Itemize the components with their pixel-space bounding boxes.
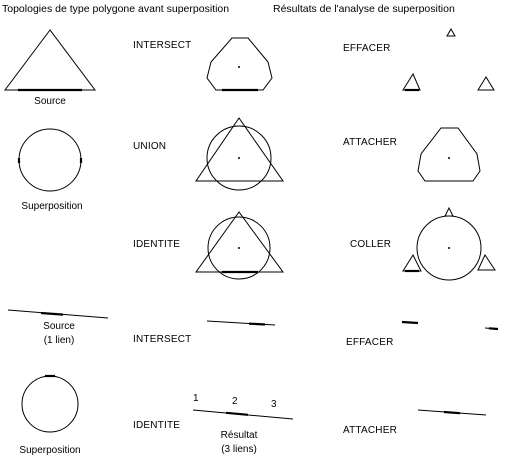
effacer-right-triangle bbox=[477, 76, 495, 91]
label-superposition: Superposition bbox=[21, 201, 83, 212]
result-attacher: ATTACHER bbox=[343, 137, 398, 148]
label-superposition-2: Superposition bbox=[19, 445, 81, 456]
effacer-line-right-segment bbox=[488, 327, 499, 331]
op-union: UNION bbox=[133, 141, 167, 152]
label-result: Résultat bbox=[220, 430, 258, 441]
result-coller: COLLER bbox=[350, 239, 392, 250]
label-source-line: Source bbox=[43, 321, 75, 332]
label-three-links: (3 liens) bbox=[221, 444, 257, 455]
superposition-circle-2 bbox=[21, 375, 79, 433]
result-effacer: EFFACER bbox=[343, 43, 391, 54]
intersect-result-center-point bbox=[238, 66, 240, 68]
attacher-result-center-point bbox=[448, 157, 450, 159]
coller-right-triangle bbox=[477, 253, 496, 271]
label-one-link: (1 lien) bbox=[43, 335, 75, 346]
link-number-1: 1 bbox=[193, 393, 199, 404]
source-line-thick-segment bbox=[40, 311, 64, 316]
effacer-line-left-segment bbox=[401, 320, 419, 325]
header-before: Topologies de type polygone avant superp… bbox=[2, 3, 230, 15]
intersect-result-polygon bbox=[206, 37, 273, 91]
coller-center-point bbox=[448, 247, 450, 249]
label-source: Source bbox=[34, 96, 66, 107]
result-attacher-line: ATTACHER bbox=[343, 425, 398, 436]
effacer-left-triangle bbox=[402, 72, 421, 91]
superposition-circle bbox=[18, 128, 82, 192]
union-triangle bbox=[195, 117, 284, 182]
link-number-2: 2 bbox=[232, 396, 238, 407]
op-intersect-line: INTERSECT bbox=[133, 334, 192, 345]
effacer-top-triangle bbox=[446, 27, 456, 37]
header-after: Résultats de l'analyse de superposition bbox=[273, 3, 455, 15]
union-center-point bbox=[238, 157, 240, 159]
op-identite: IDENTITE bbox=[133, 239, 181, 250]
union-circle bbox=[206, 125, 272, 191]
op-identite-line: IDENTITE bbox=[133, 420, 181, 431]
attacher-line-thick-segment bbox=[443, 410, 461, 415]
identite-circle bbox=[207, 216, 271, 280]
link-number-3: 3 bbox=[271, 399, 277, 410]
identite-center-point bbox=[238, 247, 240, 249]
coller-top-triangle bbox=[444, 206, 454, 217]
result-effacer-line: EFFACER bbox=[346, 337, 394, 348]
identite-line-thick-segment bbox=[225, 411, 249, 416]
op-intersect: INTERSECT bbox=[133, 40, 192, 51]
intersect-line-thick-segment bbox=[248, 322, 266, 326]
attacher-result-polygon bbox=[417, 127, 481, 182]
source-triangle bbox=[4, 29, 96, 91]
